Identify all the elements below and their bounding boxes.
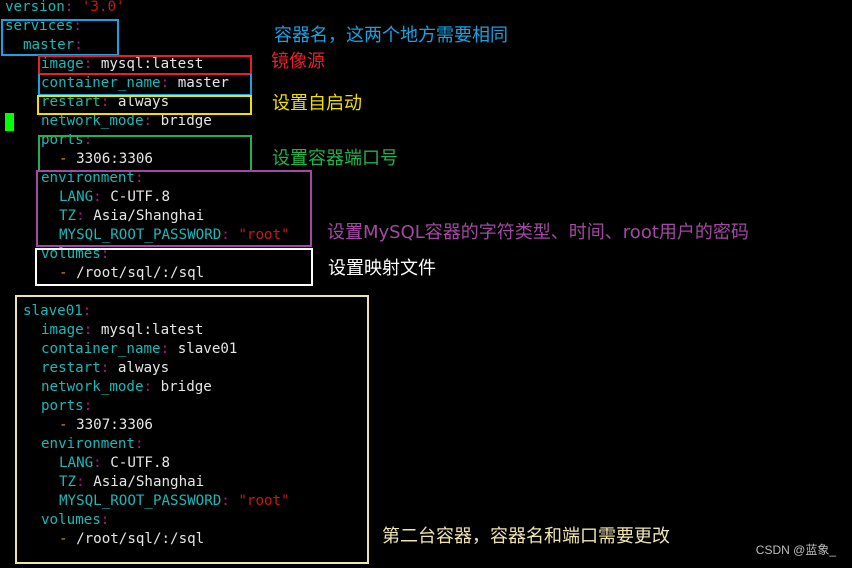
yaml-key: TZ [59,208,77,224]
yaml-value: Asia/Shanghai [93,208,205,224]
yaml-key: ports [41,398,84,414]
yaml-value: 3307:3306 [76,417,153,433]
highlight-box-container-name [38,74,252,96]
yaml-slave01-line: slave01: [23,303,92,319]
yaml-key: master [23,37,75,53]
yaml-key: MYSQL_ROOT_PASSWORD [59,493,222,509]
annotation-ports: 设置容器端口号 [272,148,398,169]
yaml-key: MYSQL_ROOT_PASSWORD [59,227,222,243]
yaml-value: C-UTF.8 [110,455,171,471]
yaml-key: volumes [41,512,101,528]
yaml-master-line: master: [23,37,83,53]
yaml-slave01-image: image: mysql:latest [41,322,204,338]
yaml-version-line: version: '3.0' [5,0,125,15]
terminal-cursor [5,113,14,131]
yaml-master-environment: environment: [41,170,144,186]
yaml-master-container-name: container_name: master [41,75,229,91]
yaml-value: slave01 [177,341,238,357]
yaml-slave01-environment: environment: [41,436,144,452]
yaml-key: services [5,18,74,34]
yaml-master-volume-item: - /root/sql/:/sql [59,265,205,281]
yaml-key: LANG [59,455,94,471]
yaml-slave01-restart: restart: always [41,360,170,376]
yaml-value: '3.0' [81,0,125,15]
annotation-volumes: 设置映射文件 [328,258,436,279]
yaml-key: restart [41,94,101,110]
yaml-key: image [41,56,84,72]
annotation-environment: 设置MySQL容器的字符类型、时间、root用户的密码 [327,222,749,243]
yaml-slave01-volumes: volumes: [41,512,110,528]
yaml-value: master [177,75,229,91]
yaml-value: /root/sql/:/sql [76,265,205,281]
yaml-value: 3306:3306 [76,151,153,167]
annotation-restart: 设置自启动 [272,93,362,114]
yaml-value: always [117,360,170,376]
yaml-value: /root/sql/:/sql [76,531,205,547]
highlight-box-environment [36,170,312,247]
watermark: CSDN @蓝象_ [755,543,836,557]
yaml-value: mysql:latest [100,56,204,72]
yaml-key: environment [41,436,135,452]
yaml-slave01-ports: ports: [41,398,93,414]
yaml-slave01-env-tz: TZ: Asia/Shanghai [59,474,205,490]
yaml-value: always [117,94,170,110]
yaml-value: C-UTF.8 [110,189,171,205]
yaml-master-env-password: MYSQL_ROOT_PASSWORD: "root" [59,227,290,243]
yaml-key: image [41,322,84,338]
yaml-value: bridge [160,379,212,395]
yaml-master-network-mode: network_mode: bridge [41,113,212,129]
yaml-services-line: services: [5,18,82,34]
annotation-slave01: 第二台容器，容器名和端口需要更改 [382,526,670,547]
yaml-key: LANG [59,189,94,205]
yaml-key: version [5,0,65,15]
yaml-master-image: image: mysql:latest [41,56,204,72]
highlight-box-restart [37,95,252,115]
yaml-key: environment [41,170,135,186]
annotation-container-name: 容器名，这两个地方需要相同 [274,25,508,46]
yaml-key: slave01 [23,303,83,319]
yaml-master-volumes: volumes: [41,246,110,262]
yaml-master-env-tz: TZ: Asia/Shanghai [59,208,205,224]
yaml-key: volumes [41,246,101,262]
highlight-box-image [38,55,252,75]
yaml-master-restart: restart: always [41,94,170,110]
yaml-slave01-volume-item: - /root/sql/:/sql [59,531,205,547]
yaml-value: "root" [238,493,290,509]
yaml-slave01-env-lang: LANG: C-UTF.8 [59,455,171,471]
yaml-value: bridge [160,113,212,129]
yaml-key: TZ [59,474,77,490]
yaml-key: restart [41,360,101,376]
highlight-box-volumes [35,248,313,286]
highlight-box-ports [38,135,252,172]
highlight-box-services [1,19,119,56]
yaml-value: Asia/Shanghai [93,474,205,490]
yaml-slave01-env-password: MYSQL_ROOT_PASSWORD: "root" [59,493,290,509]
yaml-value: "root" [238,227,290,243]
yaml-slave01-port-item: - 3307:3306 [59,417,153,433]
yaml-key: container_name [41,75,161,91]
yaml-master-env-lang: LANG: C-UTF.8 [59,189,171,205]
yaml-slave01-network-mode: network_mode: bridge [41,379,212,395]
yaml-key: network_mode [41,113,144,129]
yaml-key: container_name [41,341,161,357]
yaml-key: network_mode [41,379,144,395]
yaml-master-port-item: - 3306:3306 [59,151,153,167]
annotation-image: 镜像源 [271,51,325,72]
yaml-value: mysql:latest [100,322,204,338]
highlight-box-slave01 [15,295,369,564]
yaml-slave01-container-name: container_name: slave01 [41,341,238,357]
